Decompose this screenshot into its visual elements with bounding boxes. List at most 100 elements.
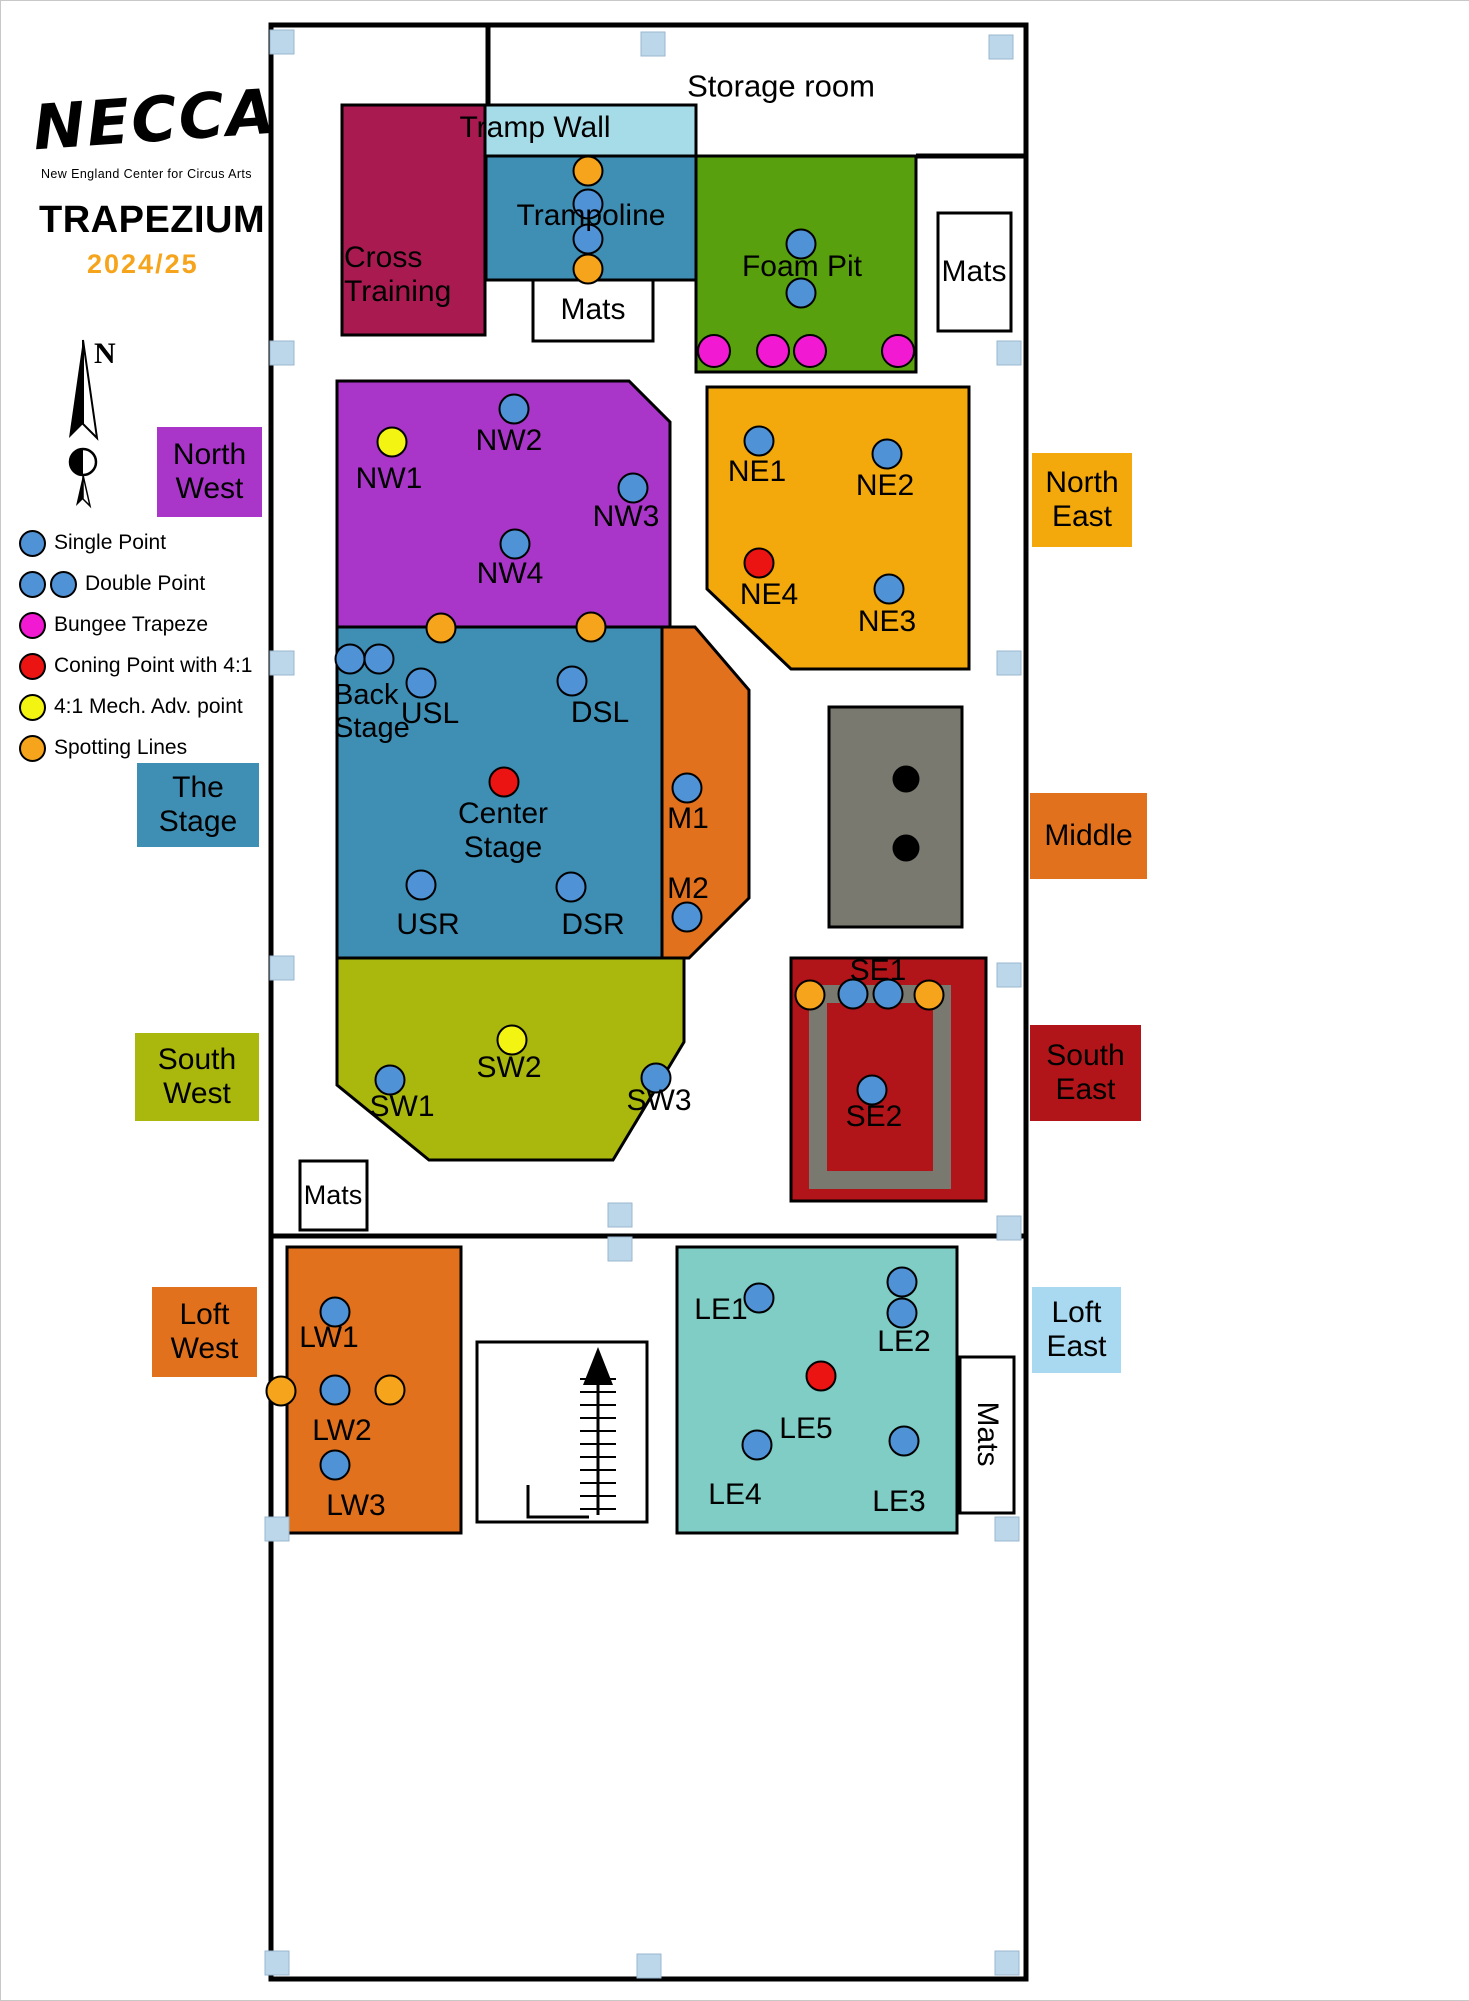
point-label-lw1: LW1 bbox=[299, 1321, 359, 1354]
spotting-line-se-left bbox=[794, 979, 826, 1011]
bungee-trapeze-1 bbox=[697, 334, 731, 368]
legend-item-single-point: Single Point bbox=[19, 528, 252, 558]
point-ne4 bbox=[743, 547, 775, 579]
double-point-icon bbox=[19, 570, 46, 598]
legend-item-bungee-trapeze: Bungee Trapeze bbox=[19, 610, 252, 640]
wall-anchor bbox=[269, 955, 295, 981]
wall-anchor bbox=[996, 340, 1022, 366]
point-label-le5: LE5 bbox=[779, 1412, 833, 1445]
point-lw3 bbox=[319, 1449, 351, 1481]
wall-anchor bbox=[264, 1950, 290, 1976]
point-m1 bbox=[671, 772, 703, 804]
mats-trampoline bbox=[531, 278, 655, 343]
mats-loft-east bbox=[958, 1355, 1016, 1515]
wall-anchor bbox=[607, 1236, 633, 1262]
point-label-se2: SE2 bbox=[845, 1100, 903, 1133]
point-sw2 bbox=[496, 1024, 528, 1056]
bungee-trapeze-2 bbox=[756, 334, 790, 368]
mats-label: Mats bbox=[560, 293, 626, 327]
legend-item-mech-adv-point: 4:1 Mech. Adv. point bbox=[19, 692, 252, 722]
point-nw3 bbox=[617, 472, 649, 504]
wall-anchor bbox=[636, 1953, 662, 1979]
pillar-dot-2 bbox=[892, 834, 920, 862]
spotting-line-trampoline-bottom bbox=[572, 253, 604, 285]
mats-label: Mats bbox=[970, 1401, 1004, 1467]
bungee-trapeze-3 bbox=[793, 334, 827, 368]
map-title: TRAPEZIUM bbox=[39, 199, 266, 241]
bungee-trapeze-4 bbox=[881, 334, 915, 368]
point-label-nw3: NW3 bbox=[592, 500, 660, 533]
gray-structure bbox=[827, 705, 964, 929]
point-le1 bbox=[743, 1282, 775, 1314]
point-label-ne3: NE3 bbox=[857, 605, 917, 638]
point-m2 bbox=[671, 901, 703, 933]
double-point-le2-a bbox=[886, 1266, 918, 1298]
zone-tag-loft-west: Loft West bbox=[152, 1287, 257, 1377]
point-label-nw2: NW2 bbox=[475, 424, 543, 457]
coning-point-center-stage bbox=[488, 766, 520, 798]
double-point-backstage-a bbox=[334, 643, 366, 675]
double-point-backstage-b bbox=[363, 643, 395, 675]
point-label-sw3: SW3 bbox=[626, 1084, 692, 1117]
wall-anchor bbox=[269, 29, 295, 55]
foam-pit-label: Foam Pit bbox=[741, 250, 863, 284]
stairs bbox=[475, 1340, 649, 1524]
point-label-le1: LE1 bbox=[694, 1293, 748, 1326]
wall-anchor bbox=[996, 650, 1022, 676]
point-sw3 bbox=[640, 1062, 672, 1094]
wall-anchor bbox=[264, 1516, 290, 1542]
single-point-icon bbox=[19, 529, 46, 557]
point-label-m1: M1 bbox=[667, 802, 709, 835]
point-ne1 bbox=[743, 425, 775, 457]
zone-tag-south-west: South West bbox=[135, 1033, 259, 1121]
point-label-ne1: NE1 bbox=[727, 455, 787, 488]
mats-south-west bbox=[298, 1159, 369, 1232]
point-label-dsr: DSR bbox=[561, 908, 625, 941]
map-season: 2024/25 bbox=[87, 249, 199, 279]
legend-label: 4:1 Mech. Adv. point bbox=[54, 695, 243, 718]
point-label-se1: SE1 bbox=[849, 954, 907, 987]
point-label-sw2: SW2 bbox=[476, 1051, 542, 1084]
zone-tag-loft-east: Loft East bbox=[1032, 1287, 1121, 1373]
point-label-nw4: NW4 bbox=[476, 557, 544, 590]
point-dsr bbox=[555, 871, 587, 903]
wall-anchor bbox=[996, 962, 1022, 988]
point-nw2 bbox=[498, 393, 530, 425]
back-stage-label: Back Stage bbox=[334, 679, 410, 744]
zone-tag-north-west: North West bbox=[157, 427, 262, 517]
legend-label: Double Point bbox=[85, 572, 206, 595]
legend: Single Point Double Point Bungee Trapeze… bbox=[19, 528, 252, 763]
wall-anchor bbox=[994, 1516, 1020, 1542]
point-label-lw2: LW2 bbox=[312, 1414, 372, 1447]
coning-point-le5 bbox=[805, 1360, 837, 1392]
wall-anchor bbox=[640, 31, 666, 57]
zone-south-west bbox=[335, 956, 686, 1162]
compass-north-arrow bbox=[68, 339, 99, 509]
necca-logo-subtitle: New England Center for Circus Arts bbox=[41, 167, 252, 181]
point-sw1 bbox=[374, 1064, 406, 1096]
legend-label: Spotting Lines bbox=[54, 736, 188, 759]
point-ne2 bbox=[871, 438, 903, 470]
mats-label: Mats bbox=[941, 255, 1007, 289]
point-label-ne4: NE4 bbox=[739, 578, 799, 611]
zone-tag-middle: Middle bbox=[1030, 793, 1147, 879]
point-usl bbox=[405, 667, 437, 699]
point-label-le3: LE3 bbox=[872, 1485, 926, 1518]
spotting-line-lw-right bbox=[374, 1374, 406, 1406]
zone-north-west bbox=[335, 379, 672, 629]
cross-training-label: Cross Training bbox=[344, 241, 452, 308]
zone-loft-west bbox=[285, 1245, 463, 1535]
double-point-icon bbox=[50, 570, 77, 598]
point-label-le2: LE2 bbox=[877, 1325, 931, 1358]
point-label-usr: USR bbox=[396, 908, 460, 941]
wall-anchor bbox=[269, 650, 295, 676]
point-label-nw1: NW1 bbox=[355, 462, 423, 495]
spotting-line-lw-left bbox=[265, 1375, 297, 1407]
center-stage-label: Center Stage bbox=[457, 797, 549, 864]
zone-tag-south-east: South East bbox=[1030, 1025, 1141, 1121]
point-nw1 bbox=[376, 426, 408, 458]
stairs-up-arrow bbox=[583, 1347, 613, 1385]
point-label-sw1: SW1 bbox=[369, 1090, 435, 1123]
point-label-dsl: DSL bbox=[570, 696, 630, 729]
